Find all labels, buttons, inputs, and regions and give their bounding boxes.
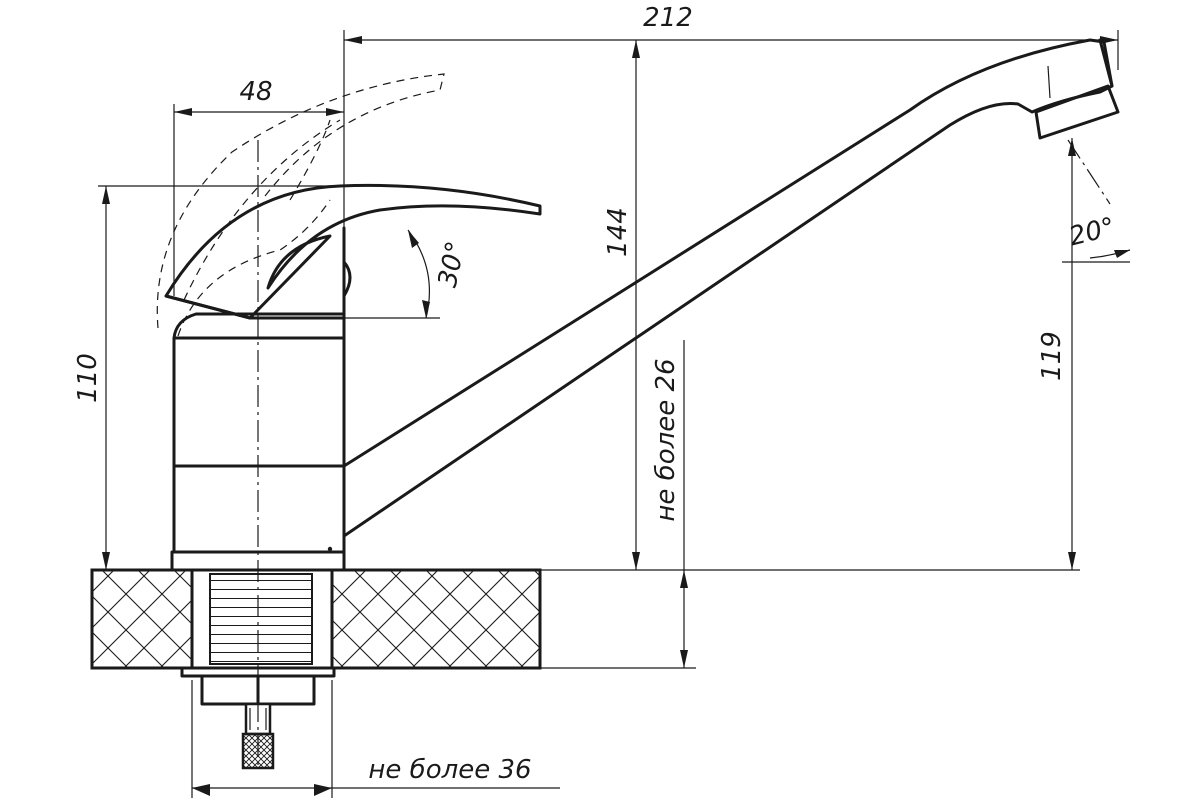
dim-mount-depth: не более 36 <box>368 755 531 785</box>
dimension-lines <box>102 36 1131 796</box>
dim-counter-thickness: не более 26 <box>651 358 681 521</box>
lever-handle <box>164 183 542 322</box>
dim-handle-offset: 48 <box>239 77 272 107</box>
dim-handle-angle: 30° <box>433 239 472 290</box>
spout <box>342 38 1120 538</box>
handle-rotation-ghost <box>156 73 445 337</box>
dim-outlet-height: 119 <box>1037 331 1067 381</box>
countertop-section <box>90 568 542 670</box>
dim-spout-reach: 212 <box>643 3 693 33</box>
dim-spout-height: 144 <box>603 207 633 257</box>
dim-aerator-angle: 20° <box>1066 212 1118 252</box>
dim-body-height: 110 <box>73 353 103 403</box>
center-lines <box>257 139 1111 770</box>
extension-lines <box>98 30 1130 798</box>
